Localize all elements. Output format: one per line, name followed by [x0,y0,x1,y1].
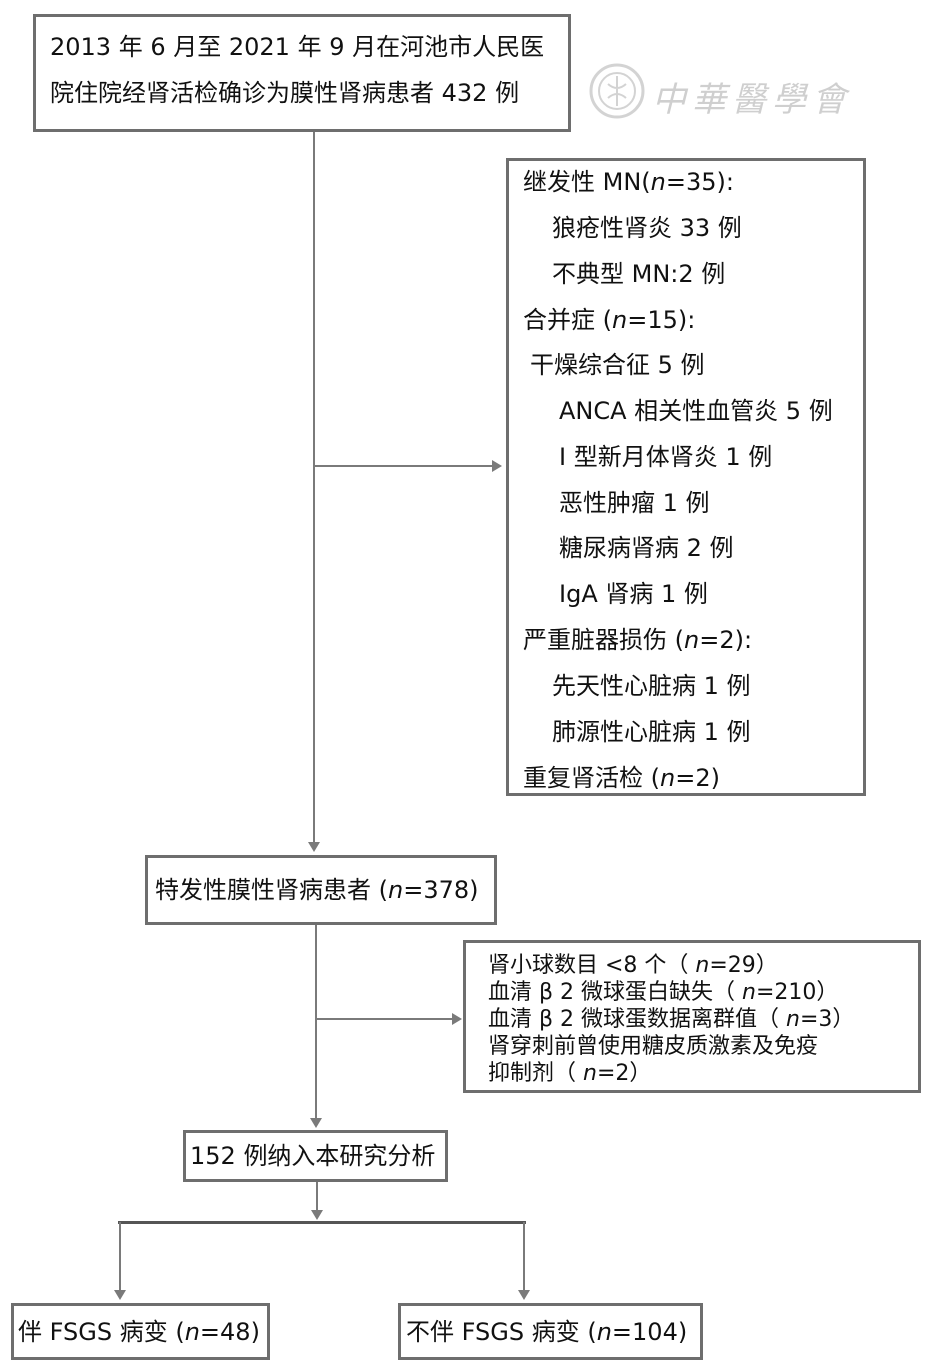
fsgs-yes-label: 伴 FSGS 病变 (n=48) [18,1318,260,1346]
watermark-text: 中華醫學會 [652,80,852,120]
sjogren-item: 干燥综合征 5 例 [530,351,705,379]
fsgs-no-label: 不伴 FSGS 病变 (n=104) [406,1318,688,1346]
pulmonary-heart-item: 肺源性心脏病 1 例 [552,718,751,746]
connector-second-vertical [315,925,317,1120]
atypical-mn-item: 不典型 MN:2 例 [552,260,726,288]
included-label: 152 例纳入本研究分析 [190,1142,436,1170]
tumor-item: 恶性肿瘤 1 例 [559,489,710,517]
steroid-item-line1: 肾穿刺前曾使用糖皮质激素及免疫 [488,1034,819,1059]
anca-item: ANCA 相关性血管炎 5 例 [559,397,833,425]
split-horizontal [118,1221,526,1224]
b2mg-outlier-item: 血清 β 2 微球蛋数据离群值（ n=3） [488,1007,855,1032]
arrow-to-fsgs-no [518,1290,530,1300]
arrow-to-idiopathic [308,842,320,852]
fsgs-no-box [398,1303,703,1360]
exclusion-box-2 [463,940,921,1093]
connector-to-fsgs-no [523,1222,525,1292]
fsgs-yes-box [11,1303,270,1360]
arrow-to-split [311,1210,323,1220]
b2mg-missing-item: 血清 β 2 微球蛋白缺失（ n=210） [488,980,839,1005]
exclusion-box-1 [506,158,866,796]
connector-main-vertical [313,132,315,844]
idiopathic-label: 特发性膜性肾病患者 (n=378) [155,876,479,904]
top-box [33,14,571,132]
arrow-to-exclusion2 [452,1013,462,1025]
congenital-heart-item: 先天性心脏病 1 例 [552,672,751,700]
seal-icon [589,63,645,119]
arrow-to-included [310,1118,322,1128]
included-box [183,1130,448,1182]
connector-exclusion2 [316,1018,454,1020]
steroid-item-line2: 抑制剂（ n=2） [488,1061,652,1086]
iga-item: IgA 肾病 1 例 [559,580,708,608]
lupus-item: 狼疮性肾炎 33 例 [552,214,742,242]
top-box-line1: 2013 年 6 月至 2021 年 9 月在河池市人民医 [50,33,545,61]
idiopathic-box [145,855,497,925]
diabetic-item: 糖尿病肾病 2 例 [559,534,734,562]
arrow-to-exclusion1 [492,460,502,472]
top-box-line2: 院住院经肾活检确诊为膜性肾病患者 432 例 [50,79,520,107]
watermark: 中華醫學會 [588,62,878,122]
connector-exclusion1 [314,465,494,467]
organ-damage-heading: 严重脏器损伤 (n=2): [523,626,753,654]
repeat-biopsy-heading: 重复肾活检 (n=2) [523,764,720,792]
connector-to-fsgs-yes [119,1222,121,1292]
glomeruli-item: 肾小球数目 <8 个（ n=29） [488,953,778,978]
comorbidity-heading: 合并症 (n=15): [523,306,696,334]
crescent-item: I 型新月体肾炎 1 例 [559,443,773,471]
arrow-to-fsgs-yes [114,1290,126,1300]
secondary-mn-heading: 继发性 MN(n=35): [523,168,734,196]
connector-to-split [316,1182,318,1212]
